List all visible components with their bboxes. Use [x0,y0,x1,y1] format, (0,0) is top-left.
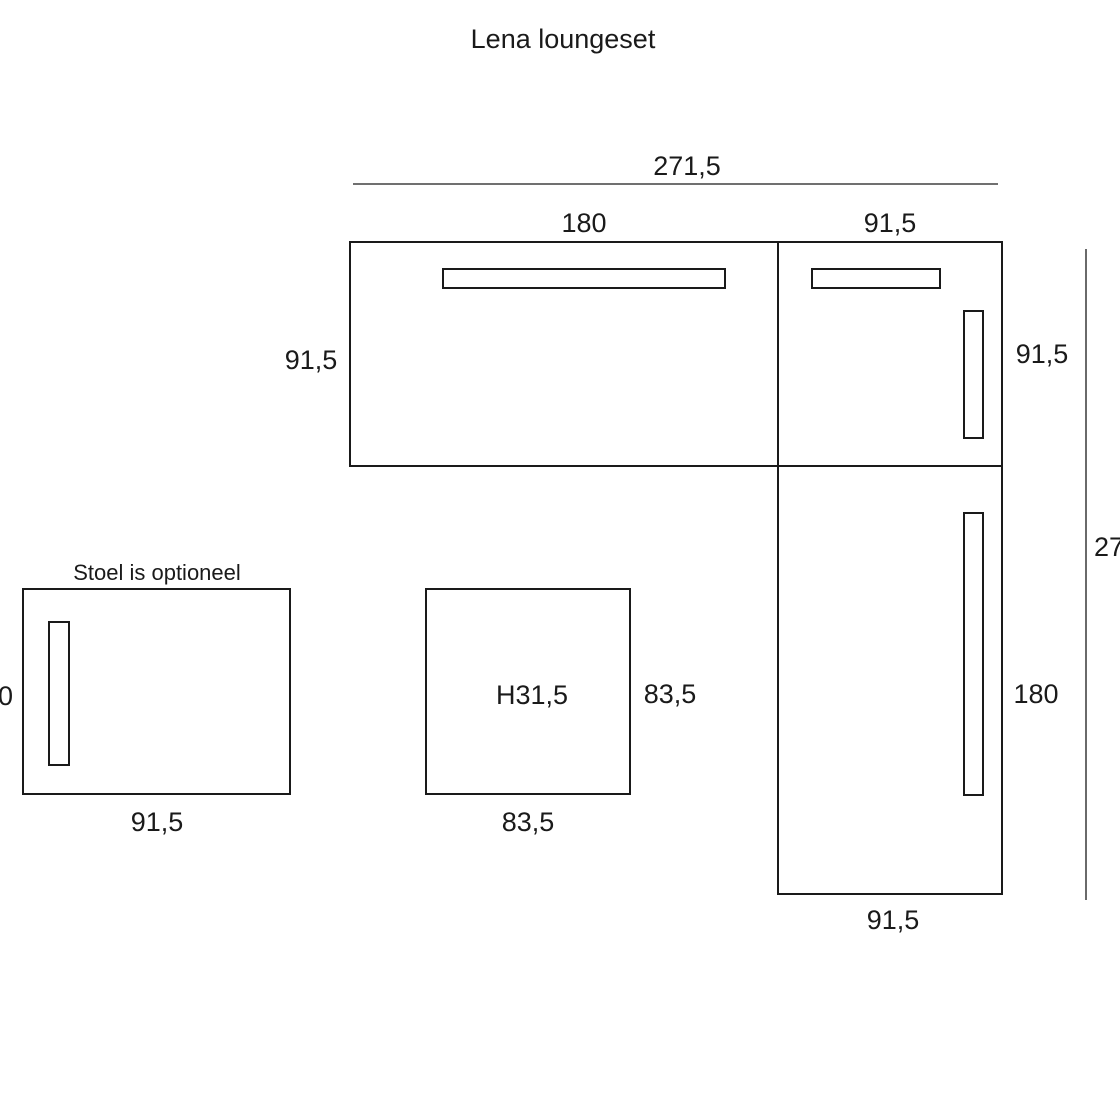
backrest-cushion-side [963,512,984,796]
backrest-cushion-corner-top [811,268,941,289]
overall-width-label: 271,5 [653,151,721,181]
chair-optional-note: Stoel is optioneel [73,560,241,585]
corner-left-width-label: 180 [561,208,606,238]
coffee-table-width-label: 83,5 [502,807,555,837]
corner-right-width-label: 91,5 [864,208,917,238]
side-width-label: 91,5 [867,905,920,935]
diagram-title: Lena loungeset [471,24,656,54]
chair-backrest-cushion [48,621,70,766]
armrest-cushion-corner-side [963,310,984,439]
corner-left-depth-label: 91,5 [285,345,338,375]
corner-right-depth-label: 91,5 [1016,339,1069,369]
coffee-table-depth-label: 83,5 [644,679,697,709]
backrest-cushion-top-long [442,268,726,289]
coffee-table-outline [425,588,631,795]
chair-width-label: 91,5 [131,807,184,837]
chair-outline [22,588,291,795]
sofa-side-section [777,465,1003,895]
overall-height-label: 27 [1094,532,1120,562]
chair-depth-label: 0 [0,681,13,711]
side-length-label: 180 [1013,679,1058,709]
coffee-table-height-label: H31,5 [496,680,568,710]
